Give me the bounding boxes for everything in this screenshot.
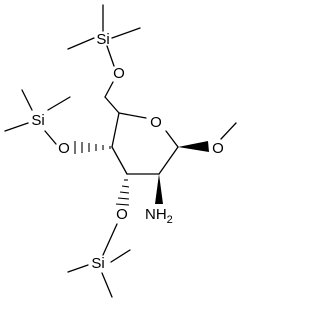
pyranose-ring: O (111, 112, 179, 175)
bond-o-bottom-si (102, 223, 118, 256)
hash-c4-o-left (74, 141, 111, 154)
bond-ch2-c5 (104, 96, 120, 114)
amine-group: NH2 (145, 174, 173, 226)
atom-o-bottom: O (116, 206, 128, 223)
bottom-silyl-group: O Si (67, 179, 131, 298)
bond-si-top-methyl-right (111, 27, 141, 39)
bond-si-bottom-methyl-down (101, 272, 113, 298)
bond-si-left-methyl-up (21, 89, 33, 111)
left-silyl-group: O Si (4, 89, 111, 157)
bond-o-left-si (44, 130, 57, 145)
bond-si-left-methyl-right (47, 96, 71, 111)
atom-o-methoxy: O (212, 140, 224, 157)
bond-si-top-methyl-left (67, 37, 95, 50)
bond-c5-o-ring (118, 112, 147, 119)
methoxy-group: O (178, 122, 237, 157)
molecule-structure: Si O O O O Si (4, 4, 237, 298)
atom-o-top: O (113, 65, 125, 82)
bond-c1-c2 (158, 146, 179, 175)
bond-o-methoxy-methyl (220, 122, 237, 140)
wedge-c2-n (155, 174, 163, 204)
wedge-c1-o-methoxy (178, 141, 209, 152)
atom-o-left: O (58, 140, 70, 157)
bond-c3-c4 (111, 146, 128, 175)
bond-si-left-methyl-left (4, 122, 29, 132)
top-silyl-group: Si O (67, 4, 141, 114)
bond-si-bottom-methyl-right (110, 249, 131, 263)
hash-c3-o-bottom (115, 179, 130, 206)
atom-o-ring: O (150, 114, 162, 131)
bond-o-ring-c1 (165, 130, 179, 148)
bond-c4-c5 (111, 112, 120, 148)
atom-amine-subscript: 2 (167, 214, 173, 226)
bond-o-top-ch2 (104, 81, 114, 98)
atom-amine-nh: NH (145, 206, 167, 223)
atom-amine: NH2 (145, 206, 173, 226)
atom-si-top: Si (96, 31, 109, 48)
bond-si-top-o (106, 45, 115, 67)
atom-si-left: Si (31, 112, 44, 129)
atom-si-bottom: Si (91, 255, 104, 272)
bond-si-bottom-methyl-left (67, 264, 89, 273)
